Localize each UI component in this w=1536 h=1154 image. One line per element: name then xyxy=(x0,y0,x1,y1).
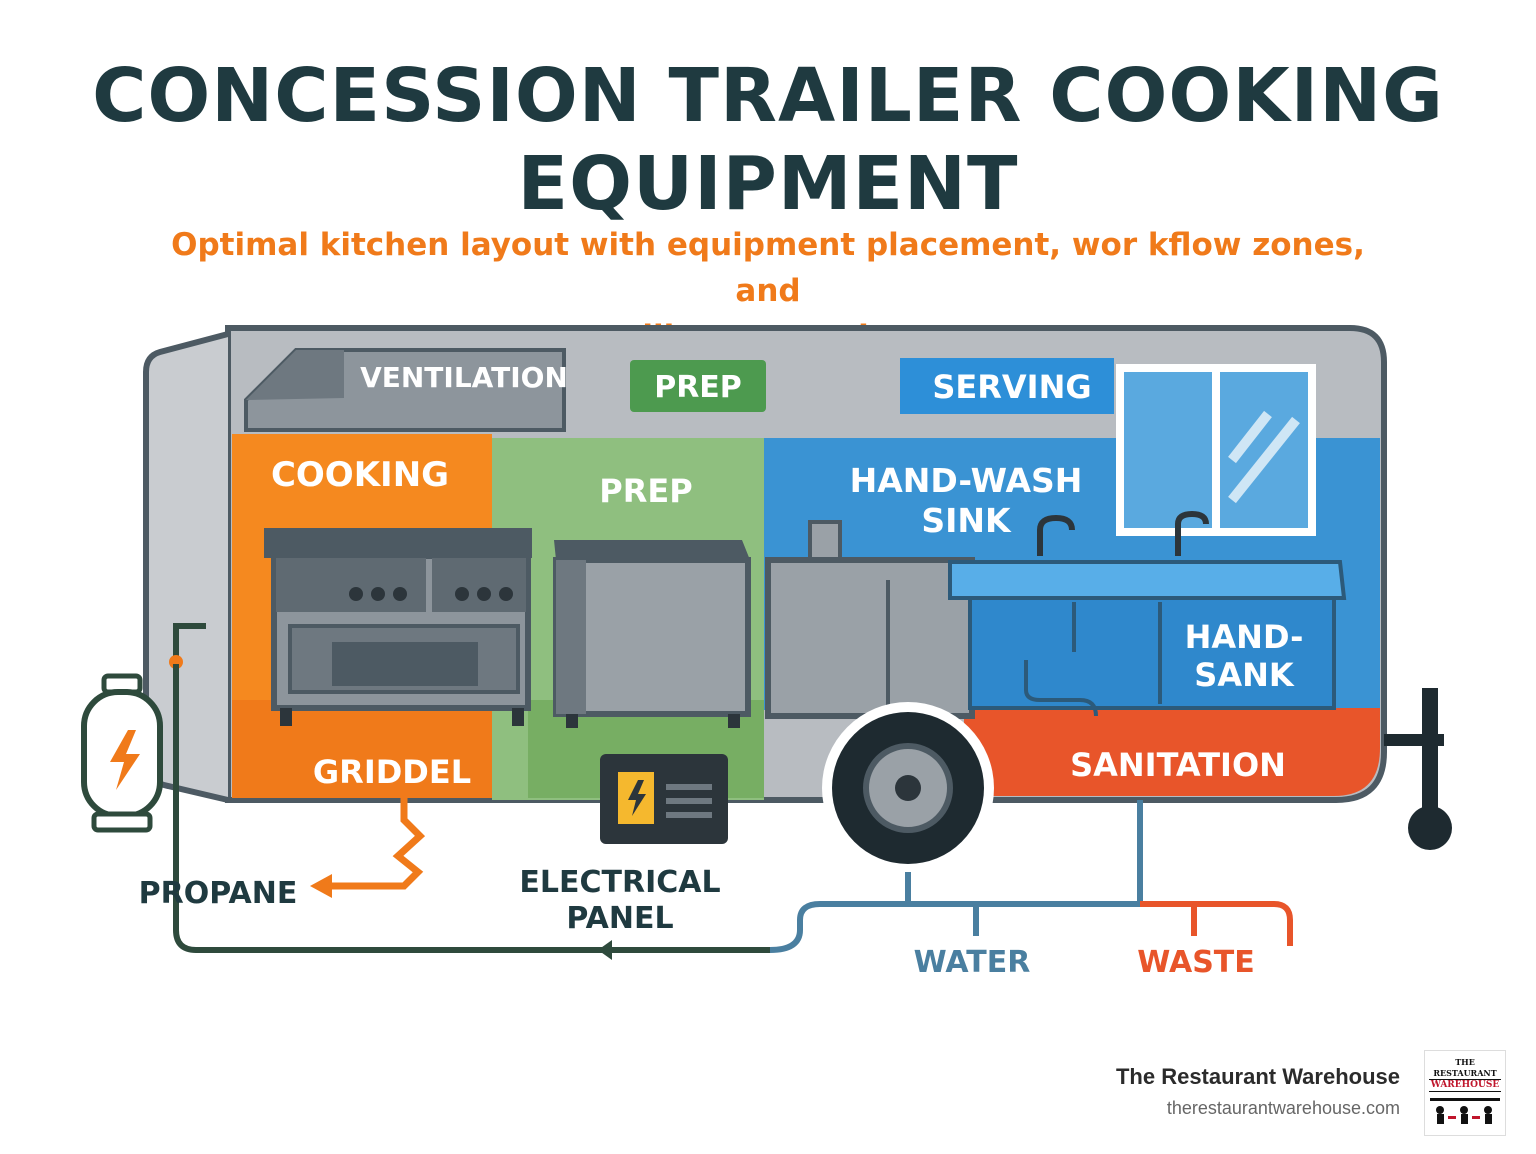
ventilation-label: VENTILATION xyxy=(360,361,568,394)
subtitle-line-1: Optimal kitchen layout with equipment pl… xyxy=(171,227,1365,309)
logo-diners-icon xyxy=(1430,1098,1500,1124)
propane-label: PROPANE xyxy=(139,876,298,911)
lightning-icon xyxy=(110,730,140,790)
serving-label: SERVING xyxy=(932,368,1091,406)
trailer-wheel xyxy=(822,702,994,874)
range-oven xyxy=(264,528,532,726)
serving-badge xyxy=(900,358,1114,414)
handsank-label-line-2: SANK xyxy=(1194,656,1295,694)
prep-badge-label: PREP xyxy=(654,370,742,405)
prep-badge xyxy=(630,360,766,412)
arrow-left-icon xyxy=(598,940,612,960)
sanitation-label: SANITATION xyxy=(1070,746,1286,784)
electrical-panel xyxy=(600,754,728,844)
propane-tank xyxy=(81,623,206,833)
logo-line-1: THE xyxy=(1455,1057,1475,1067)
griddel-label: GRIDDEL xyxy=(313,753,471,791)
ventilation-hood xyxy=(244,348,566,432)
handwash-label-line-1: HAND-WASH xyxy=(850,461,1083,500)
page-title: CONCESSION TRAILER COOKING EQUIPMENT xyxy=(0,52,1536,228)
trailer-hitch xyxy=(1384,688,1452,850)
three-compartment-sink xyxy=(948,510,1347,717)
brand-logo: THE RESTAURANT WAREHOUSE xyxy=(1424,1050,1506,1136)
waste-label: WASTE xyxy=(1137,945,1255,980)
serving-window xyxy=(1116,364,1316,536)
brand-url: therestaurantwarehouse.com xyxy=(1166,1098,1400,1118)
brand-credit: The Restaurant Warehouse therestaurantwa… xyxy=(1116,1064,1400,1119)
cooking-label: COOKING xyxy=(271,455,449,495)
brand-name: The Restaurant Warehouse xyxy=(1115,1064,1400,1089)
electrical-label-line-1: ELECTRICAL xyxy=(519,865,720,900)
propane-line xyxy=(173,664,770,953)
waste-line xyxy=(1140,901,1293,946)
lightning-icon xyxy=(628,780,646,816)
prep-label: PREP xyxy=(599,472,692,510)
logo-line-2: RESTAURANT xyxy=(1433,1068,1497,1078)
arrow-left-icon xyxy=(310,874,332,898)
sanitation-zone xyxy=(964,708,1380,796)
gas-feed-line xyxy=(326,792,426,890)
handsank-label-line-1: HAND- xyxy=(1185,618,1304,656)
handwash-label-line-2: SINK xyxy=(921,501,1012,540)
title-line-2: EQUIPMENT xyxy=(517,141,1019,227)
prep-table xyxy=(553,540,751,728)
title-line-1: CONCESSION TRAILER COOKING xyxy=(92,53,1444,139)
water-label: WATER xyxy=(914,945,1031,980)
water-line xyxy=(769,800,1143,953)
electrical-label-line-2: PANEL xyxy=(566,901,673,936)
logo-line-3: WAREHOUSE xyxy=(1429,1079,1501,1092)
